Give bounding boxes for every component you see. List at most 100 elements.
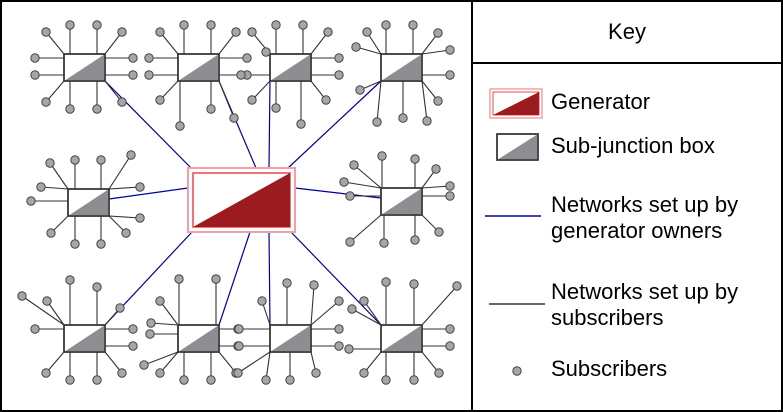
subscriber-network-line (310, 284, 315, 326)
subscriber-dot (349, 160, 359, 170)
junction-box-shade (270, 54, 311, 81)
junction-box-outline (380, 324, 423, 353)
subscriber-dot (128, 324, 138, 334)
subscriber-dot (155, 27, 165, 37)
subscriber-dot (41, 27, 51, 37)
subscriber-dot (231, 27, 241, 37)
subscriber-dot (175, 121, 185, 131)
subscriber-dot (271, 20, 281, 30)
junction-boxes (17, 20, 462, 385)
subscriber-dot (36, 182, 46, 192)
subscriber-dot (155, 95, 165, 105)
key-title: Key (608, 18, 646, 44)
subscriber-dot (41, 368, 51, 378)
subscriber-network-line (421, 285, 458, 326)
sub-junction-box (236, 20, 344, 129)
subscriber-dot (46, 228, 56, 238)
subscriber-dot (206, 375, 216, 385)
subscriber-dot (339, 177, 349, 187)
subscriber-dot (381, 375, 391, 385)
subscriber-dot (96, 155, 106, 165)
subscriber-dot (261, 47, 271, 57)
subscriber-dot (139, 360, 149, 370)
subscriber-dot (135, 182, 145, 192)
sub-junction-box (17, 275, 138, 385)
subscriber-dot (334, 296, 344, 306)
subscriber-network-line (159, 31, 179, 55)
subscriber-dot (30, 70, 40, 80)
subscriber-dot (179, 20, 189, 30)
subscriber-dot (92, 375, 102, 385)
junction-box-outline (177, 324, 220, 353)
subscriber-network-line (143, 351, 179, 366)
subscriber-network-line (21, 295, 65, 326)
subscriber-dot (445, 45, 455, 55)
sub-junction-box (233, 278, 344, 385)
subscriber-dot (128, 70, 138, 80)
junction-box-outline (269, 53, 312, 82)
subscriber-network-line (363, 300, 382, 326)
subscriber-dot (206, 20, 216, 30)
subscriber-dot (155, 368, 165, 378)
generator-fill (193, 173, 290, 227)
subscriber-dot (445, 70, 455, 80)
subscriber-dot (41, 97, 51, 107)
junction-box-outline (67, 188, 110, 217)
subscriber-dot (247, 27, 257, 37)
subscriber-dot (445, 181, 455, 191)
subscriber-dot (30, 53, 40, 63)
subscriber-dot (70, 239, 80, 249)
subscriber-network-line (46, 300, 65, 326)
subscriber-dot (174, 274, 184, 284)
subscriber-dot (351, 42, 361, 52)
subscriber-dot (17, 291, 27, 301)
sub-junction-box (30, 20, 138, 114)
subscriber-dot (434, 227, 444, 237)
subscriber-network-line (351, 308, 382, 326)
subscriber-dot (247, 95, 257, 105)
generator (187, 167, 296, 233)
junction-box-outline (380, 53, 423, 82)
subscriber-dot (233, 368, 243, 378)
subscriber-dot (179, 375, 189, 385)
key-generator-fill (493, 92, 539, 115)
subscriber-dot (30, 324, 40, 334)
subscriber-network-line (421, 80, 428, 122)
subscriber-dot (323, 27, 333, 37)
subscriber-network-line (108, 154, 132, 190)
subscriber-dot (359, 296, 369, 306)
key-junction-box-shade (497, 134, 538, 160)
subscriber-dot (372, 117, 382, 127)
sub-junction-box (144, 20, 252, 131)
subscriber-dot (26, 196, 36, 206)
subscriber-dot (334, 324, 344, 334)
junction-box-shade (64, 325, 105, 352)
generator-network-line (268, 80, 271, 169)
subscriber-dot (128, 341, 138, 351)
subscriber-dot (347, 304, 357, 314)
subscriber-dot (115, 303, 125, 313)
generator-network-line (218, 231, 251, 326)
subscriber-dot (42, 296, 52, 306)
junction-box-shade (64, 54, 105, 81)
generator-network-line (268, 231, 271, 326)
subscriber-dot (242, 53, 252, 63)
subscriber-dot (65, 104, 75, 114)
subscriber-dot (431, 164, 441, 174)
subscriber-dot (65, 375, 75, 385)
subscriber-dot (398, 113, 408, 123)
subscriber-network-line (353, 164, 382, 189)
subscriber-dot (206, 104, 216, 114)
subscriber-dot (309, 280, 319, 290)
key-subscriber-dot (512, 366, 522, 376)
subscriber-dot (334, 70, 344, 80)
subscriber-dot (45, 158, 55, 168)
key-label-subscribers: Subscribers (551, 356, 668, 381)
subscriber-dot (344, 344, 354, 354)
subscriber-dot (211, 274, 221, 284)
subscriber-dot (65, 275, 75, 285)
subscriber-dot (321, 95, 331, 105)
key-label-generator-networks: Networks set up by generator owners (551, 192, 739, 243)
key-junction-box-outline (496, 133, 539, 161)
subscriber-dot (433, 96, 443, 106)
